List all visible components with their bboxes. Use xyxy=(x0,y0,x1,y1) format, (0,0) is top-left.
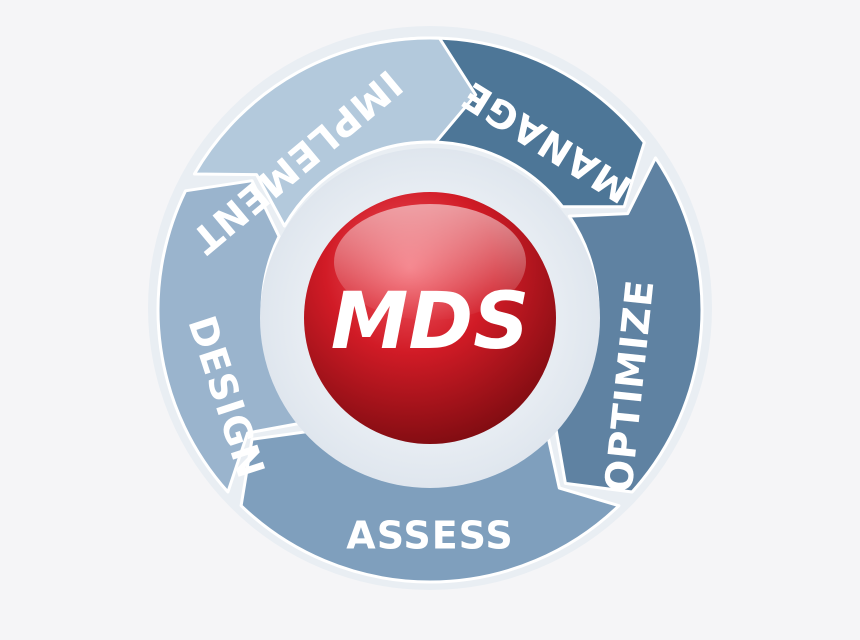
center-sphere: MDS xyxy=(304,192,556,444)
cycle-segments xyxy=(156,36,704,584)
segment-implement xyxy=(192,36,478,228)
sphere-gloss xyxy=(334,204,526,320)
label-assess: ASSESS xyxy=(346,514,513,558)
center-label: MDS xyxy=(331,277,530,367)
